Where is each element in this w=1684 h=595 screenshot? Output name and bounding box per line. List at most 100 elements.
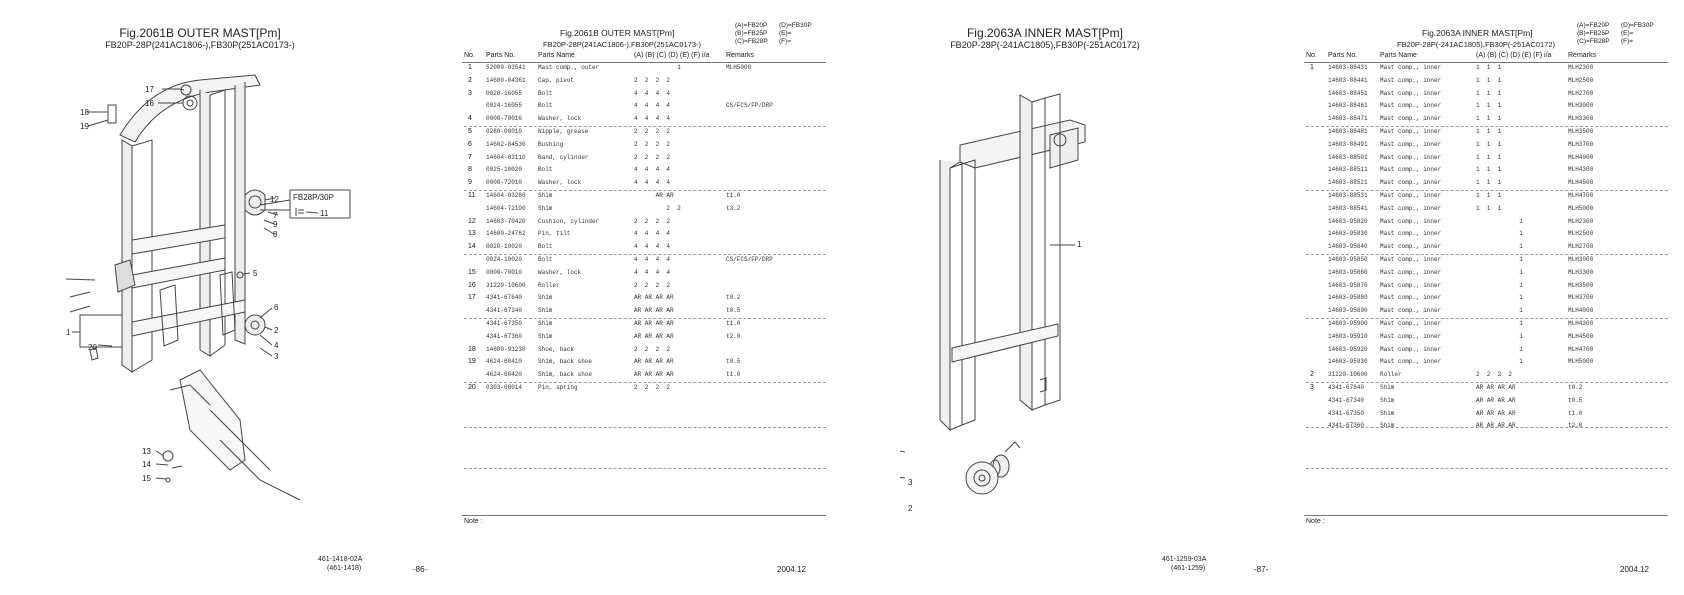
part-name: Mast comp., outer [538, 64, 600, 71]
remarks: MLH3000 [1568, 102, 1594, 110]
left-header-rule [462, 62, 826, 63]
part-name: Mast comp., inner [1380, 89, 1442, 97]
remarks: MLH4500 [1568, 179, 1594, 187]
part-name: Shoe, back [538, 345, 575, 353]
right-model-legend: (A)=FB20P(D)=FB30P (B)=FB25P(E)= (C)=FB2… [1577, 22, 1654, 46]
part-number: 14603-95840 [1328, 243, 1368, 251]
quantity: 1 1 1 [1476, 192, 1502, 199]
group-divider [464, 426, 826, 428]
callout-inner-2: 2 [908, 504, 913, 513]
group-divider [1306, 426, 1668, 428]
remarks: CS/FCS/FP/DRP [726, 102, 773, 110]
part-name: Mast comp., inner [1380, 332, 1442, 340]
part-name: Bushing [538, 140, 564, 148]
group-divider [1306, 382, 1668, 383]
quantity: 1 [1476, 281, 1523, 289]
remarks: t1.0 [726, 320, 741, 327]
quantity: AR AR AR AR [1476, 396, 1516, 404]
remarks: t0.2 [726, 294, 741, 302]
part-number: 31220-10600 [486, 281, 526, 289]
part-name: Mast comp., inner [1380, 64, 1442, 71]
group-divider [464, 318, 826, 319]
part-name: Cushion, cylinder [538, 217, 600, 225]
part-name: Mast comp., inner [1380, 166, 1442, 174]
callout-3: 3 [274, 352, 279, 361]
part-number: 14603-95880 [1328, 294, 1368, 302]
remarks: t0.5 [726, 358, 741, 366]
quantity: 1 1 1 [1476, 76, 1502, 84]
quantity: 2 2 2 2 [1476, 371, 1513, 379]
remarks: MLH3700 [1568, 294, 1594, 302]
part-name: Shim, back shoe [538, 371, 593, 379]
part-name: Bolt [538, 166, 553, 174]
row-number: 6 [468, 140, 472, 148]
part-number: 0000-72010 [486, 179, 523, 187]
part-name: Mast comp., inner [1380, 140, 1442, 148]
part-name: Shim [1380, 384, 1395, 391]
quantity: 2 2 2 2 [634, 128, 671, 135]
remarks: t0.5 [726, 307, 741, 315]
quantity: 4 4 4 4 [634, 89, 671, 97]
quantity: 2 2 2 2 [634, 217, 671, 225]
row-number: 5 [468, 128, 472, 135]
remarks: MLH2700 [1568, 89, 1594, 97]
group-divider [464, 254, 826, 255]
quantity: AR AR AR AR [634, 332, 674, 340]
row-number: 12 [468, 217, 476, 225]
left-note: Note : [464, 518, 483, 525]
row-number: 9 [468, 179, 472, 187]
quantity: AR AR AR AR [634, 371, 674, 379]
part-number: 14603-88511 [1328, 166, 1368, 174]
group-divider [1306, 190, 1668, 191]
callout-20: 20 [88, 343, 97, 352]
part-number: 0020-16055 [486, 89, 523, 97]
part-name: Mast comp., inner [1380, 294, 1442, 302]
part-name: Mast comp., inner [1380, 153, 1442, 161]
row-number: 4 [468, 115, 472, 123]
part-number: 14603-95820 [1328, 217, 1368, 225]
part-number: 14603-95910 [1328, 332, 1368, 340]
callout-18: 18 [80, 108, 89, 117]
part-name: Mast comp., inner [1380, 358, 1442, 366]
quantity: 1 [1476, 243, 1523, 251]
quantity: 4 4 4 4 [634, 102, 671, 110]
part-number: 14603-95920 [1328, 345, 1368, 353]
quantity: 1 [634, 64, 681, 71]
group-divider [464, 190, 826, 191]
callout-13-lower: 13 [142, 447, 151, 456]
part-name: Bolt [538, 243, 553, 251]
quantity: 4 4 4 4 [634, 243, 671, 251]
quantity: 1 [1476, 345, 1523, 353]
remarks: t1.0 [726, 192, 741, 199]
part-number: 14603-95860 [1328, 268, 1368, 276]
row-number: 8 [468, 166, 472, 174]
left-model-legend: (A)=FB20P(D)=FB30P (B)=FB25P(E)= (C)=FB2… [735, 22, 812, 46]
remarks: MLH4000 [1568, 307, 1594, 315]
callout-14-lower: 14 [142, 460, 151, 469]
part-name: Bolt [538, 102, 553, 110]
callout-6: 6 [274, 303, 279, 312]
